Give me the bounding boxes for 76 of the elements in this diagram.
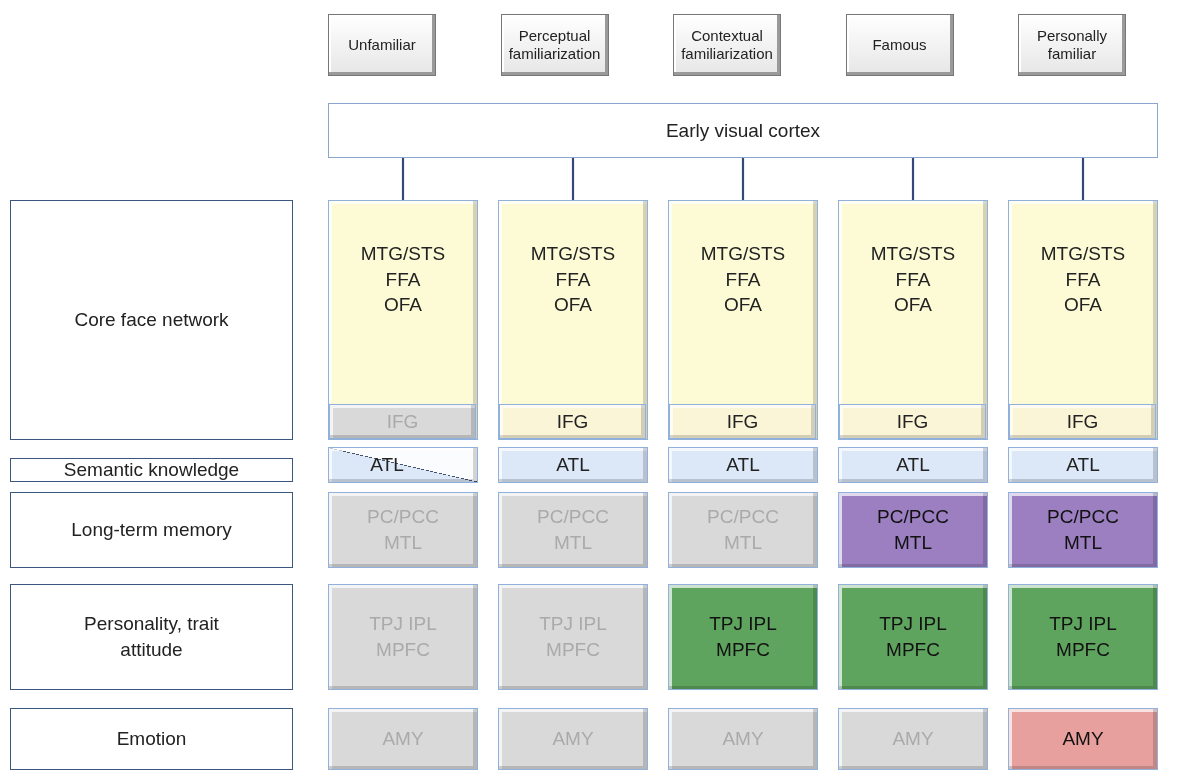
region-label: FFA xyxy=(555,267,591,292)
region-label: TPJ IPL MPFC xyxy=(708,612,778,662)
region-label: ATL xyxy=(726,453,760,478)
region-label: OFA xyxy=(724,293,762,318)
region-label: MTG/STS xyxy=(870,242,956,266)
region-label: TPJ IPL MPFC xyxy=(878,612,948,662)
region-label: IFG xyxy=(896,409,929,434)
region-label: FFA xyxy=(1065,267,1101,292)
condition-button: Famous xyxy=(845,14,954,76)
brain-region-box xyxy=(1008,708,1158,770)
brain-region-box xyxy=(839,404,986,439)
brain-region-box xyxy=(668,708,818,770)
connector-line xyxy=(401,158,405,200)
region-label: AMY xyxy=(1062,727,1104,752)
region-label: MTG/STS xyxy=(700,242,786,266)
region-label: MTG/STS xyxy=(530,242,616,266)
brain-region-box xyxy=(668,200,818,440)
region-label: ATL xyxy=(896,453,930,478)
region-label: PC/PCC MTL xyxy=(876,505,950,555)
brain-region-box xyxy=(498,492,648,568)
region-label: FFA xyxy=(895,267,931,292)
condition-button: Perceptual familiarization xyxy=(500,14,609,76)
condition-button: Unfamiliar xyxy=(328,14,436,76)
region-label: IFG xyxy=(1066,409,1099,434)
cortex-box: Early visual cortex xyxy=(328,103,1158,158)
row-label-box: Semantic knowledge xyxy=(10,458,293,482)
row-label-box: Core face network xyxy=(10,200,293,440)
brain-region-box xyxy=(328,200,478,440)
row-label-box: Long-term memory xyxy=(10,492,293,568)
brain-region-box xyxy=(329,404,476,439)
region-label: MTG/STS xyxy=(1040,242,1126,266)
brain-region-box xyxy=(668,447,818,483)
row-label-box: Personality, trait attitude xyxy=(10,584,293,690)
brain-region-box xyxy=(1008,492,1158,568)
region-label: OFA xyxy=(554,293,592,318)
region-label: IFG xyxy=(726,409,759,434)
region-label: PC/PCC MTL xyxy=(1046,505,1120,555)
connector-line xyxy=(571,158,575,200)
connector-line xyxy=(741,158,745,200)
brain-region-box xyxy=(669,404,816,439)
region-label: ATL xyxy=(370,453,404,478)
region-label: OFA xyxy=(1064,293,1102,318)
region-label: ATL xyxy=(556,453,590,478)
region-label: ATL xyxy=(1066,453,1100,478)
brain-region-box xyxy=(328,492,478,568)
brain-region-box xyxy=(1008,200,1158,440)
brain-region-box xyxy=(838,584,988,690)
brain-region-box xyxy=(498,584,648,690)
region-label: TPJ IPL MPFC xyxy=(1048,612,1118,662)
brain-region-box xyxy=(328,708,478,770)
brain-region-box xyxy=(1008,584,1158,690)
connector-line xyxy=(1081,158,1085,200)
brain-region-box xyxy=(328,584,478,690)
region-label: FFA xyxy=(385,267,421,292)
brain-region-box xyxy=(498,200,648,440)
brain-region-box xyxy=(1008,447,1158,483)
brain-region-box xyxy=(499,404,646,439)
brain-region-box xyxy=(1009,404,1156,439)
connector-line xyxy=(911,158,915,200)
row-label-box: Emotion xyxy=(10,708,293,770)
brain-region-box xyxy=(838,708,988,770)
brain-region-box xyxy=(838,447,988,483)
brain-region-box xyxy=(668,492,818,568)
brain-region-box xyxy=(838,200,988,440)
region-label: IFG xyxy=(556,409,589,434)
brain-region-box xyxy=(498,447,648,483)
region-label: MTG/STS xyxy=(360,242,446,266)
condition-button: Contextual familiarization xyxy=(673,14,781,76)
brain-region-box xyxy=(328,447,478,483)
brain-region-box xyxy=(498,708,648,770)
region-label: OFA xyxy=(384,293,422,318)
brain-region-box xyxy=(838,492,988,568)
region-label: FFA xyxy=(725,267,761,292)
region-label: OFA xyxy=(894,293,932,318)
condition-button: Personally familiar xyxy=(1018,14,1126,76)
brain-region-box xyxy=(668,584,818,690)
